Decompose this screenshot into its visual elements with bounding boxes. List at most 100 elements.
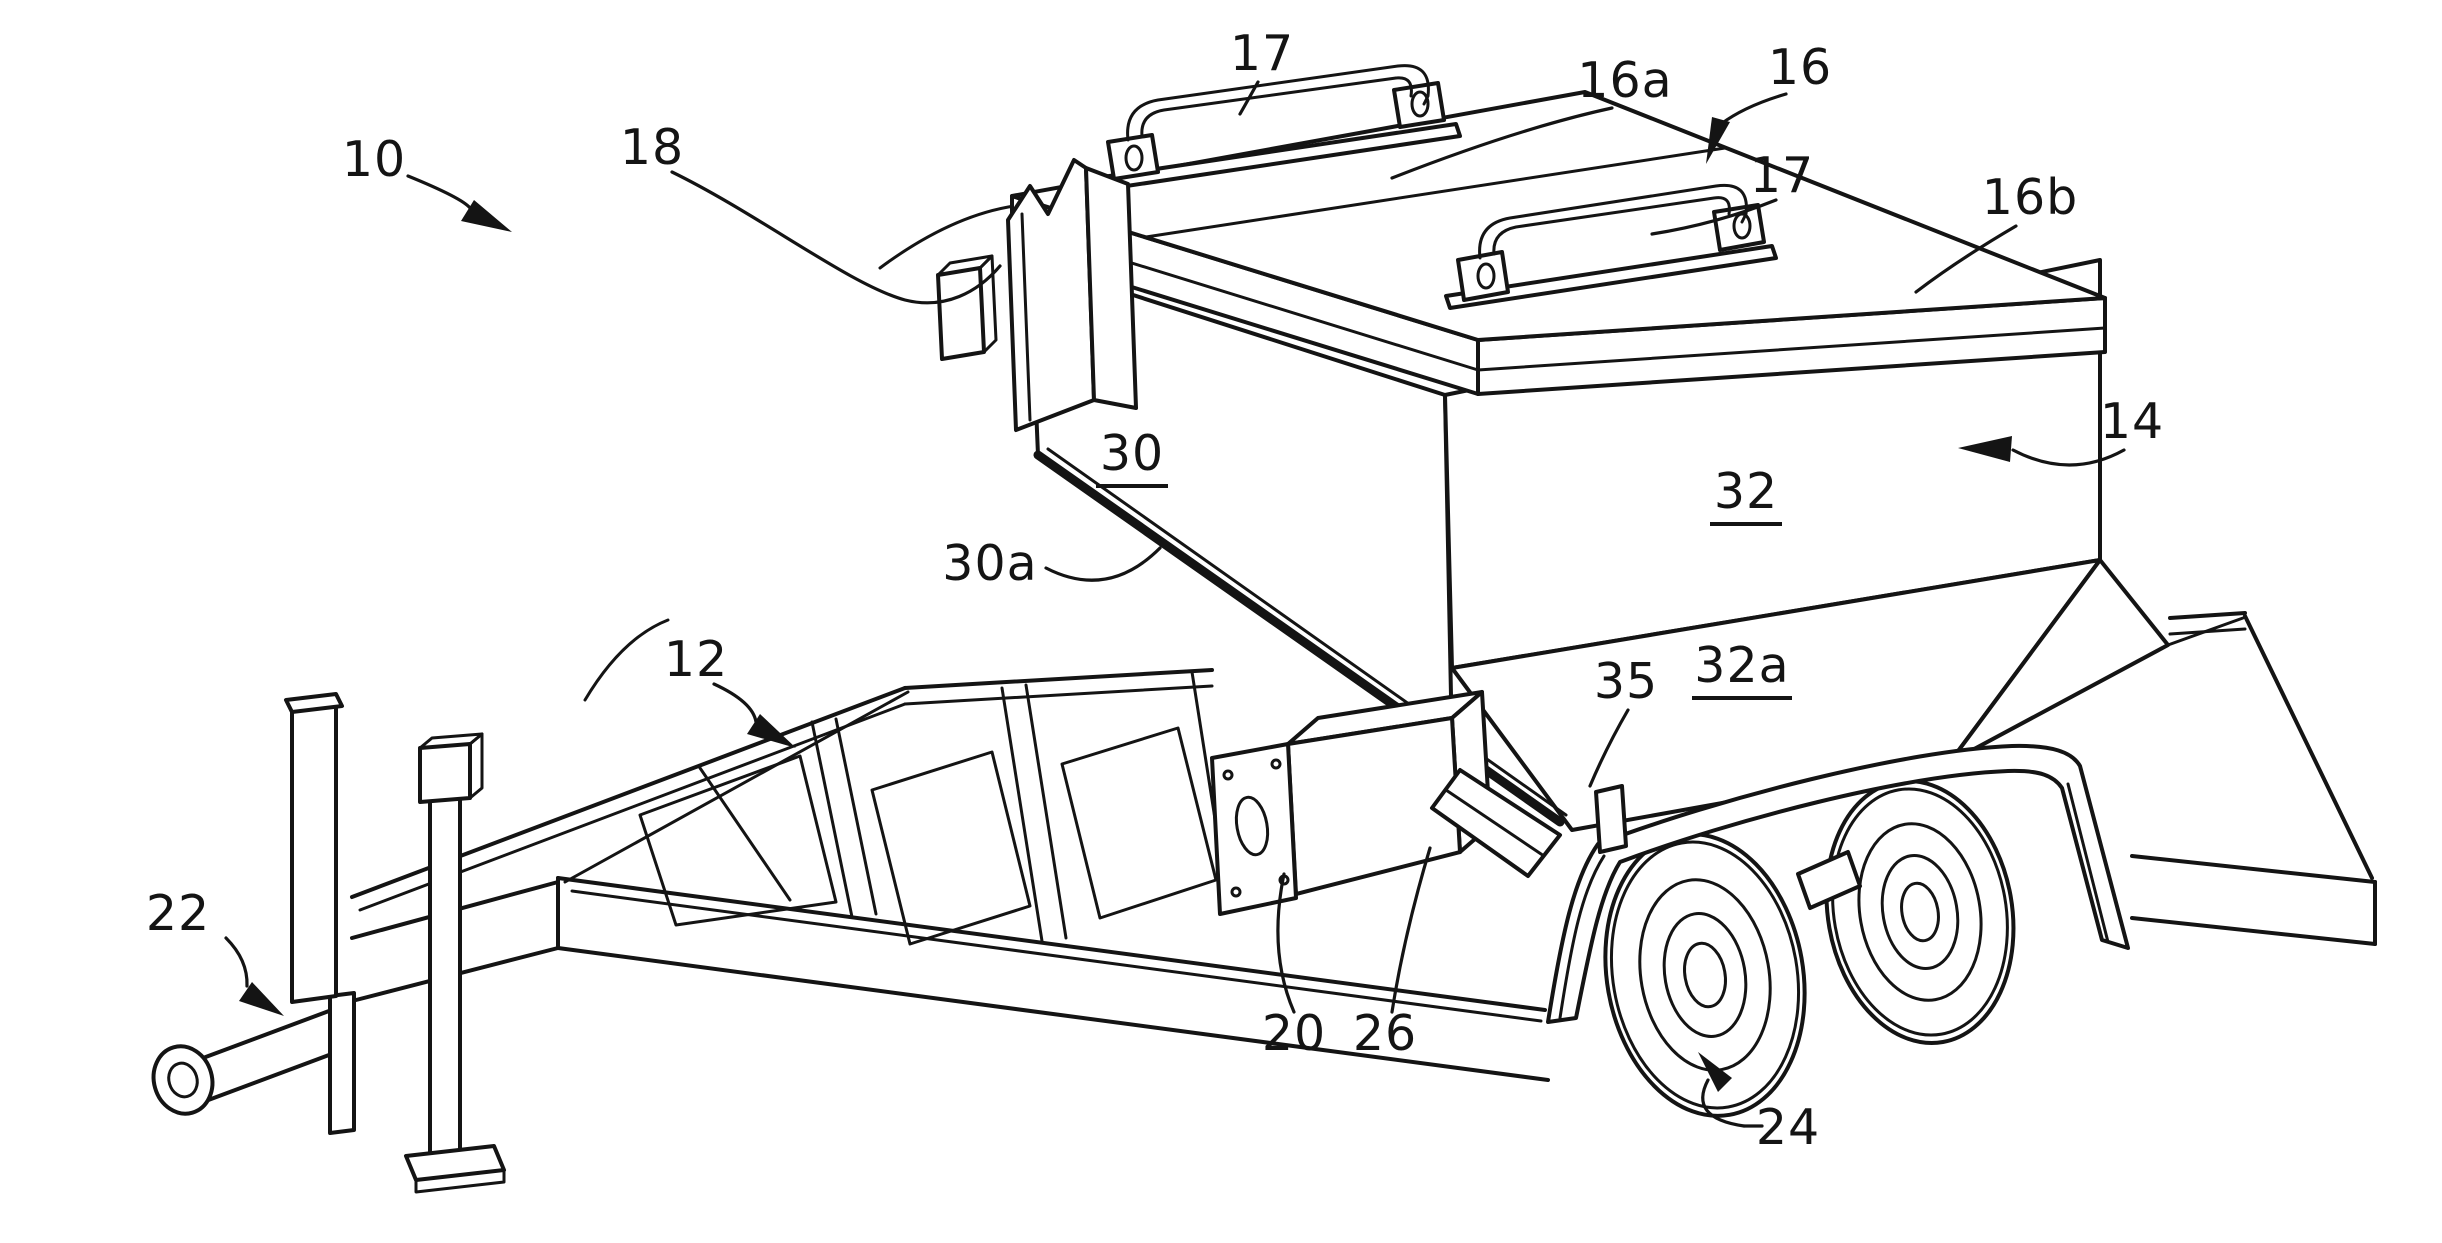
near-rail-top-inner: [570, 889, 1543, 1023]
discharge-spout: [1430, 768, 1562, 878]
gusset-curve: [583, 618, 670, 702]
flange-bolt: [1222, 769, 1234, 781]
filler-chute: [936, 158, 1138, 432]
ref-label-16b: 16b: [1982, 169, 2078, 226]
coupler-post: [284, 692, 344, 1004]
ref-label-16: 16: [1768, 39, 1832, 96]
arrowhead-24: [1698, 1052, 1732, 1092]
handle-foot-right: [1392, 81, 1446, 129]
ref-26: 26: [1353, 846, 1432, 1062]
far-rail-top: [903, 668, 1214, 690]
flange-bolt: [1270, 758, 1282, 770]
handle-base-plate: [1444, 244, 1778, 310]
motor-flange-plate: [1210, 742, 1298, 916]
handle-bar-outer: [1478, 183, 1748, 260]
ref-label-16a: 16a: [1577, 52, 1672, 109]
leader-18: [670, 170, 1002, 305]
handle-bar-outer: [1126, 64, 1430, 142]
arrowhead-10: [461, 200, 512, 232]
leader-17-rear: [1238, 80, 1260, 116]
taper-rear-silhouette: [2166, 616, 2245, 647]
leader-14: [2011, 448, 2126, 467]
cross-member-2a: [1000, 686, 1044, 943]
arrowhead-16: [1706, 117, 1730, 164]
wheels: [1603, 779, 2016, 1118]
ref-35: 35: [1588, 653, 1658, 788]
ref-17-front: 17: [1650, 147, 1814, 236]
ref-16b: 16b: [1914, 169, 2078, 294]
leader-17-front: [1650, 198, 1778, 236]
fender-rear-line: [2066, 782, 2110, 944]
ref-label-10: 10: [342, 131, 406, 188]
taper-right-corner: [1948, 558, 2170, 764]
ref-17-rear: 17: [1230, 25, 1294, 116]
far-rail-inner: [903, 684, 1214, 706]
rear-wheel-hub: [1900, 881, 1940, 943]
ref-label-32: 32: [1714, 463, 1778, 520]
ref-label-30: 30: [1100, 425, 1164, 482]
handle-foot-left: [1106, 133, 1160, 181]
leader-26: [1390, 846, 1432, 1014]
front-tire-tread: [1609, 840, 1801, 1110]
cross-member-1a: [810, 720, 854, 919]
rear-tire-sidewall: [1857, 822, 1983, 1002]
floor-bay-3: [1060, 726, 1218, 920]
wheel-rear: [1824, 779, 2016, 1045]
trailer-frame: [151, 668, 1550, 1194]
leader-20: [1276, 872, 1296, 1014]
rear-cross-edge: [2243, 614, 2374, 880]
leader-16a: [1390, 106, 1614, 180]
leader-16b: [1914, 224, 2018, 294]
jack-crank-side: [468, 732, 484, 800]
jack-crank-box: [418, 742, 472, 804]
ref-label-35: 35: [1594, 653, 1658, 710]
near-rail-bottom: [556, 946, 1550, 1082]
rear-wheel-rim: [1880, 853, 1960, 971]
near-rail-rear-bottom: [2130, 916, 2377, 946]
reference-labels: 10 17 16a 16 17 16b 18: [146, 25, 2164, 1156]
tongue-brace: [698, 766, 792, 902]
ref-16a: 16a: [1390, 52, 1672, 180]
ref-label-32a: 32a: [1694, 637, 1789, 694]
coupler-post-cap: [284, 692, 344, 714]
ref-label-14: 14: [2100, 393, 2164, 450]
ref-label-12: 12: [664, 631, 728, 688]
lid-seam: [1144, 146, 1727, 239]
fender-bracket-35: [1594, 784, 1628, 854]
leader-12: [712, 682, 758, 724]
coupler-post-body: [290, 698, 338, 1004]
rear-tire-tread: [1831, 787, 2009, 1037]
arrowhead-22: [239, 982, 284, 1016]
ref-30a: 30a: [942, 535, 1162, 592]
lunette-ring-hole: [167, 1061, 199, 1099]
flange-hole: [1234, 795, 1270, 857]
ref-20: 20: [1262, 872, 1326, 1062]
far-rail-rear-top: [2168, 611, 2247, 620]
ref-30: 30: [1096, 425, 1168, 488]
ref-label-30a: 30a: [942, 535, 1037, 592]
ref-label-20: 20: [1262, 1005, 1326, 1062]
leader-16: [1719, 92, 1788, 126]
motor-box: [1210, 690, 1492, 916]
ref-label-17-front: 17: [1750, 147, 1814, 204]
axle-equalizer: [1796, 850, 1862, 910]
jack-post: [428, 792, 462, 1164]
lid-top-face: [1010, 90, 2107, 342]
ref-label-22: 22: [146, 885, 210, 942]
leader-35: [1588, 708, 1630, 788]
ref-label-17-rear: 17: [1230, 25, 1294, 82]
ref-32a: 32a: [1692, 637, 1792, 700]
handle-bar-inner: [1140, 76, 1413, 138]
lid-lip-right: [1476, 326, 2107, 372]
leader-30a: [1044, 546, 1162, 582]
left-rim-curve: [878, 204, 1016, 270]
lunette-ring: [151, 1044, 215, 1116]
ref-32: 32: [1710, 463, 1782, 526]
handle-hole-right: [1410, 90, 1430, 118]
rear-frame: [2130, 611, 2377, 946]
side-box-front: [936, 266, 986, 361]
ref-22: 22: [146, 885, 284, 1016]
ref-10: 10: [342, 131, 512, 232]
